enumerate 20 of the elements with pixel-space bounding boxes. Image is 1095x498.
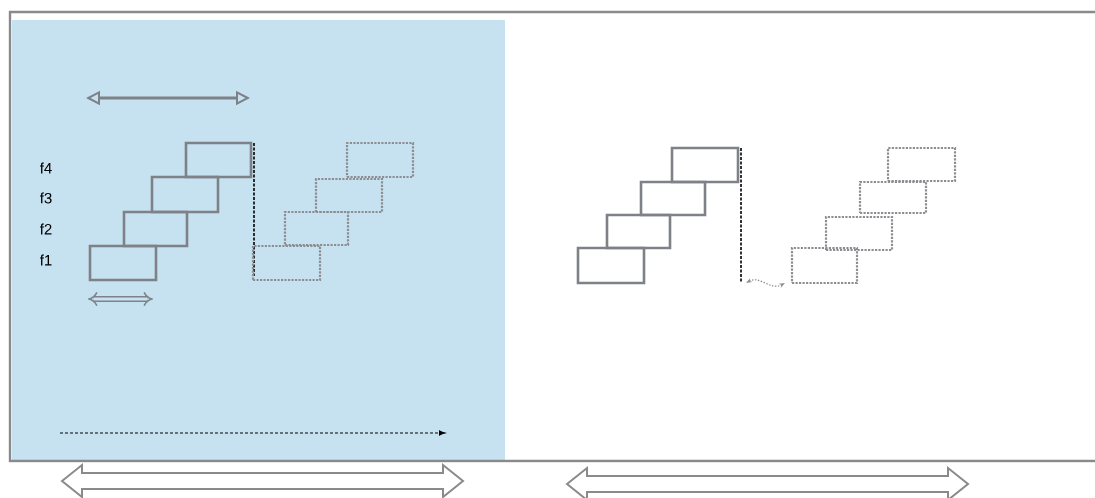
step-box xyxy=(122,210,189,248)
step-box xyxy=(184,141,253,179)
step-box xyxy=(886,146,957,183)
step-box xyxy=(605,213,672,250)
step-box xyxy=(858,180,928,215)
step-box xyxy=(251,244,322,282)
step-box xyxy=(314,177,384,214)
row-label: f3 xyxy=(39,192,52,204)
step-box xyxy=(576,246,646,285)
step-box xyxy=(88,244,158,282)
row-label: f4 xyxy=(39,162,52,174)
step-box xyxy=(790,246,859,285)
step-box xyxy=(670,146,740,184)
step-box xyxy=(345,141,415,179)
step-box xyxy=(639,180,707,217)
row-label: f2 xyxy=(39,223,52,235)
step-box xyxy=(283,210,350,247)
step-box xyxy=(824,215,894,252)
step-box xyxy=(150,175,220,214)
row-label: f1 xyxy=(39,254,52,266)
